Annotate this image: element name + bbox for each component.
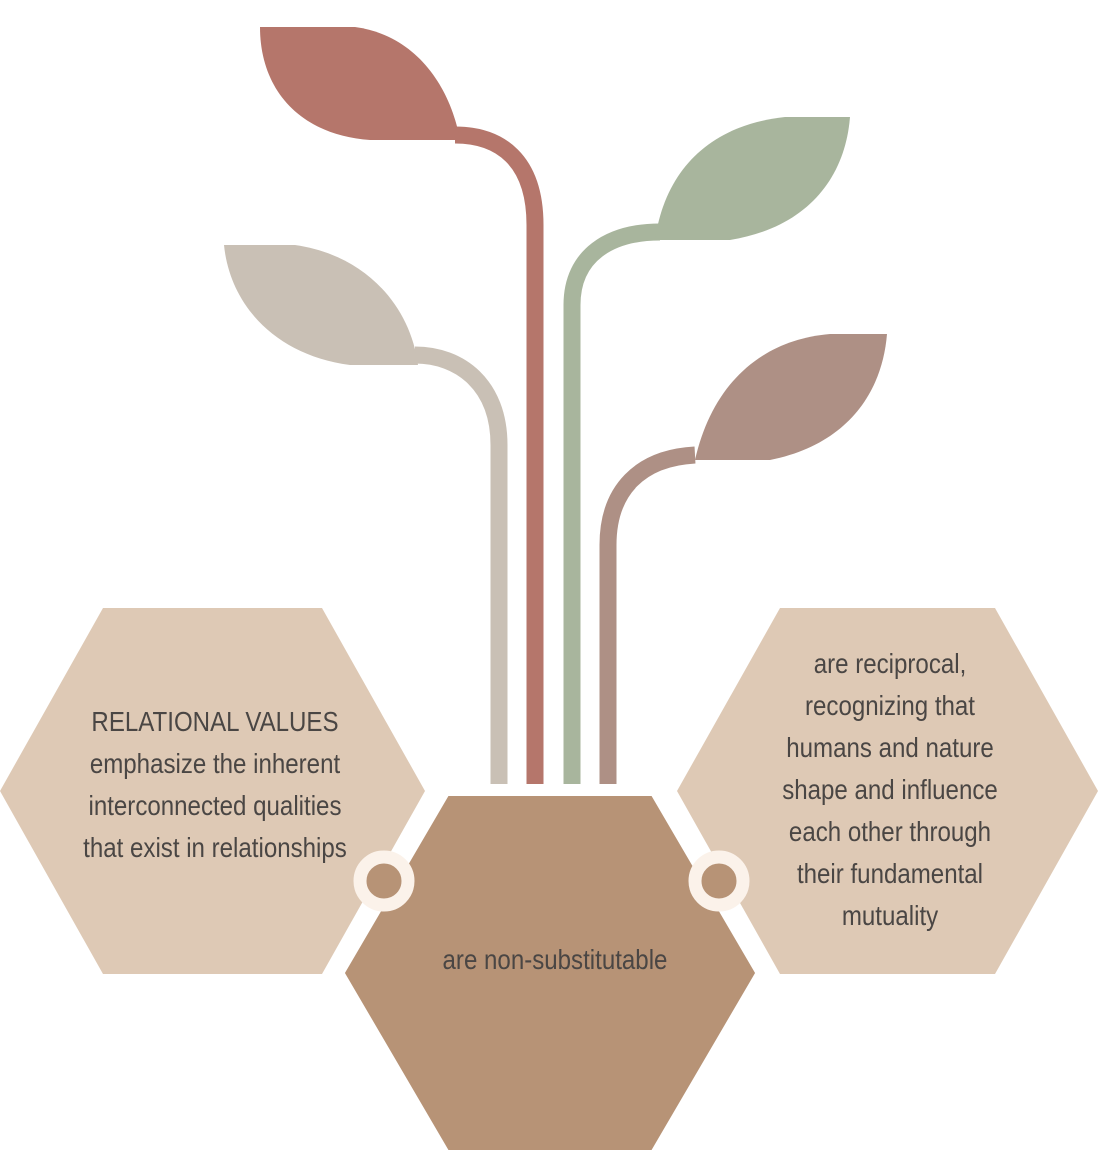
leaf-mauve-icon — [695, 334, 887, 460]
leaf-terracotta-icon — [260, 27, 460, 140]
left-hexagon-text: RELATIONAL VALUES emphasize the inherent… — [83, 706, 347, 863]
stem-taupe — [414, 346, 508, 785]
stem-terracotta — [454, 126, 544, 785]
center-hexagon — [331, 784, 769, 1160]
stem-mauve — [599, 446, 696, 785]
left-hexagon — [0, 608, 425, 974]
right-hexagon-text: are reciprocal, recognizing that humans … — [782, 648, 998, 931]
leaf-taupe-icon — [224, 245, 418, 365]
leaf-sage-icon — [655, 117, 850, 240]
right-hexagon — [677, 608, 1098, 974]
connector-ring-right-icon — [688, 850, 750, 912]
center-hexagon-text: are non-substitutable — [442, 944, 668, 975]
connector-ring-left-icon — [353, 850, 415, 912]
stem-sage — [563, 223, 661, 785]
